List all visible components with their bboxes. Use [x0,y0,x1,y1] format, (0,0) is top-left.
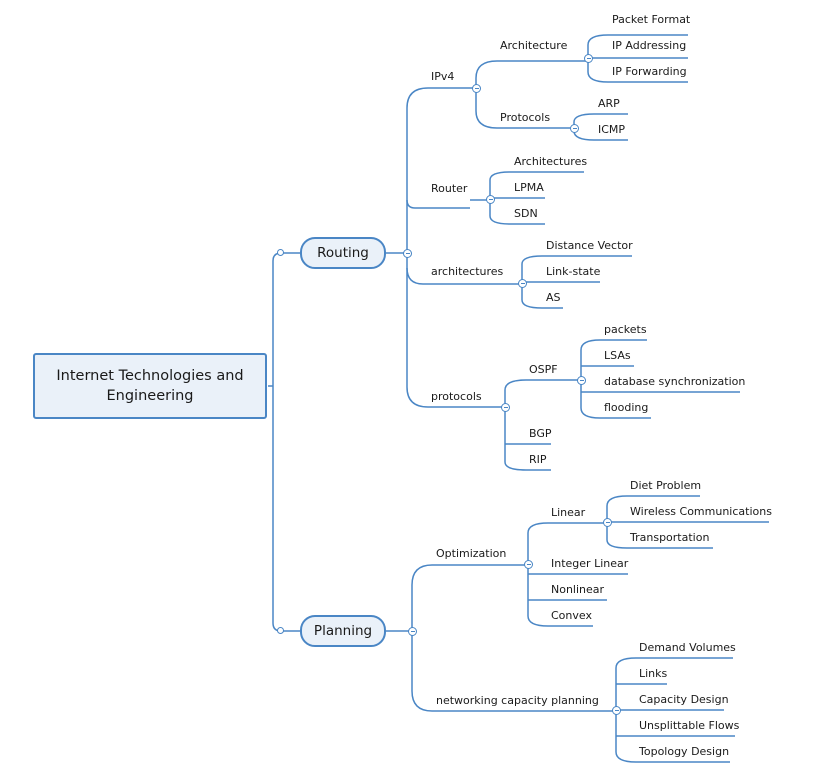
node-links[interactable]: Links [639,667,668,680]
node-ospf[interactable]: OSPF [529,363,558,376]
node-topology-design[interactable]: Topology Design [639,745,730,758]
node-networking-capacity-planning[interactable]: networking capacity planning [436,694,599,707]
node-nonlinear[interactable]: Nonlinear [551,583,605,596]
planning-collapse-toggle[interactable] [408,627,417,636]
root-topic-label: Internet Technologies and Engineering [36,366,263,406]
node-lsas[interactable]: LSAs [604,349,631,362]
node-router-architectures[interactable]: Architectures [514,155,588,168]
node-diet-problem[interactable]: Diet Problem [630,479,702,492]
architectures-collapse-toggle[interactable] [518,279,527,288]
node-capacity-design[interactable]: Capacity Design [639,693,729,706]
architecture-collapse-toggle[interactable] [584,54,593,63]
node-as[interactable]: AS [546,291,561,304]
node-sdn[interactable]: SDN [514,207,538,220]
routing-collapse-toggle[interactable] [403,249,412,258]
topic-planning[interactable]: Planning [300,615,386,647]
optimization-collapse-toggle[interactable] [524,560,533,569]
protocols-collapse-toggle[interactable] [570,124,579,133]
root-line-2: Engineering [106,388,194,404]
node-integer-linear[interactable]: Integer Linear [551,557,629,570]
node-arp[interactable]: ARP [598,97,620,110]
node-unsplittable-flows[interactable]: Unsplittable Flows [639,719,740,732]
node-demand-volumes[interactable]: Demand Volumes [639,641,736,654]
node-wireless-communications[interactable]: Wireless Communications [630,505,772,518]
node-ip-addressing[interactable]: IP Addressing [612,39,687,52]
capacity-collapse-toggle[interactable] [612,706,621,715]
topic-routing-label: Routing [317,245,369,261]
ipv4-collapse-toggle[interactable] [472,84,481,93]
node-icmp[interactable]: ICMP [598,123,626,136]
node-bgp[interactable]: BGP [529,427,552,440]
node-architecture[interactable]: Architecture [500,39,568,52]
node-transportation[interactable]: Transportation [630,531,710,544]
node-convex[interactable]: Convex [551,609,592,622]
node-ipv4[interactable]: IPv4 [431,70,455,83]
root-topic[interactable]: Internet Technologies and Engineering [33,353,267,419]
node-database-synchronization[interactable]: database synchronization [604,375,746,388]
topic-routing[interactable]: Routing [300,237,386,269]
node-router[interactable]: Router [431,182,468,195]
ospf-collapse-toggle[interactable] [577,376,586,385]
topic-planning-label: Planning [313,623,373,639]
node-flooding[interactable]: flooding [604,401,649,414]
node-linear[interactable]: Linear [551,506,586,519]
root-line-1: Internet Technologies and [56,368,244,384]
node-lpma[interactable]: LPMA [514,181,544,194]
node-routing-protocols[interactable]: protocols [431,390,482,403]
node-packets[interactable]: packets [604,323,647,336]
node-rip[interactable]: RIP [529,453,547,466]
node-distance-vector[interactable]: Distance Vector [546,239,633,252]
node-link-state[interactable]: Link-state [546,265,601,278]
planning-connector-dot [277,627,284,634]
routing-protocols-collapse-toggle[interactable] [501,403,510,412]
routing-connector-dot [277,249,284,256]
node-protocols[interactable]: Protocols [500,111,551,124]
node-optimization[interactable]: Optimization [436,547,507,560]
linear-collapse-toggle[interactable] [603,518,612,527]
node-ip-forwarding[interactable]: IP Forwarding [612,65,687,78]
node-architectures[interactable]: architectures [431,265,504,278]
router-collapse-toggle[interactable] [486,195,495,204]
node-packet-format[interactable]: Packet Format [612,13,691,26]
